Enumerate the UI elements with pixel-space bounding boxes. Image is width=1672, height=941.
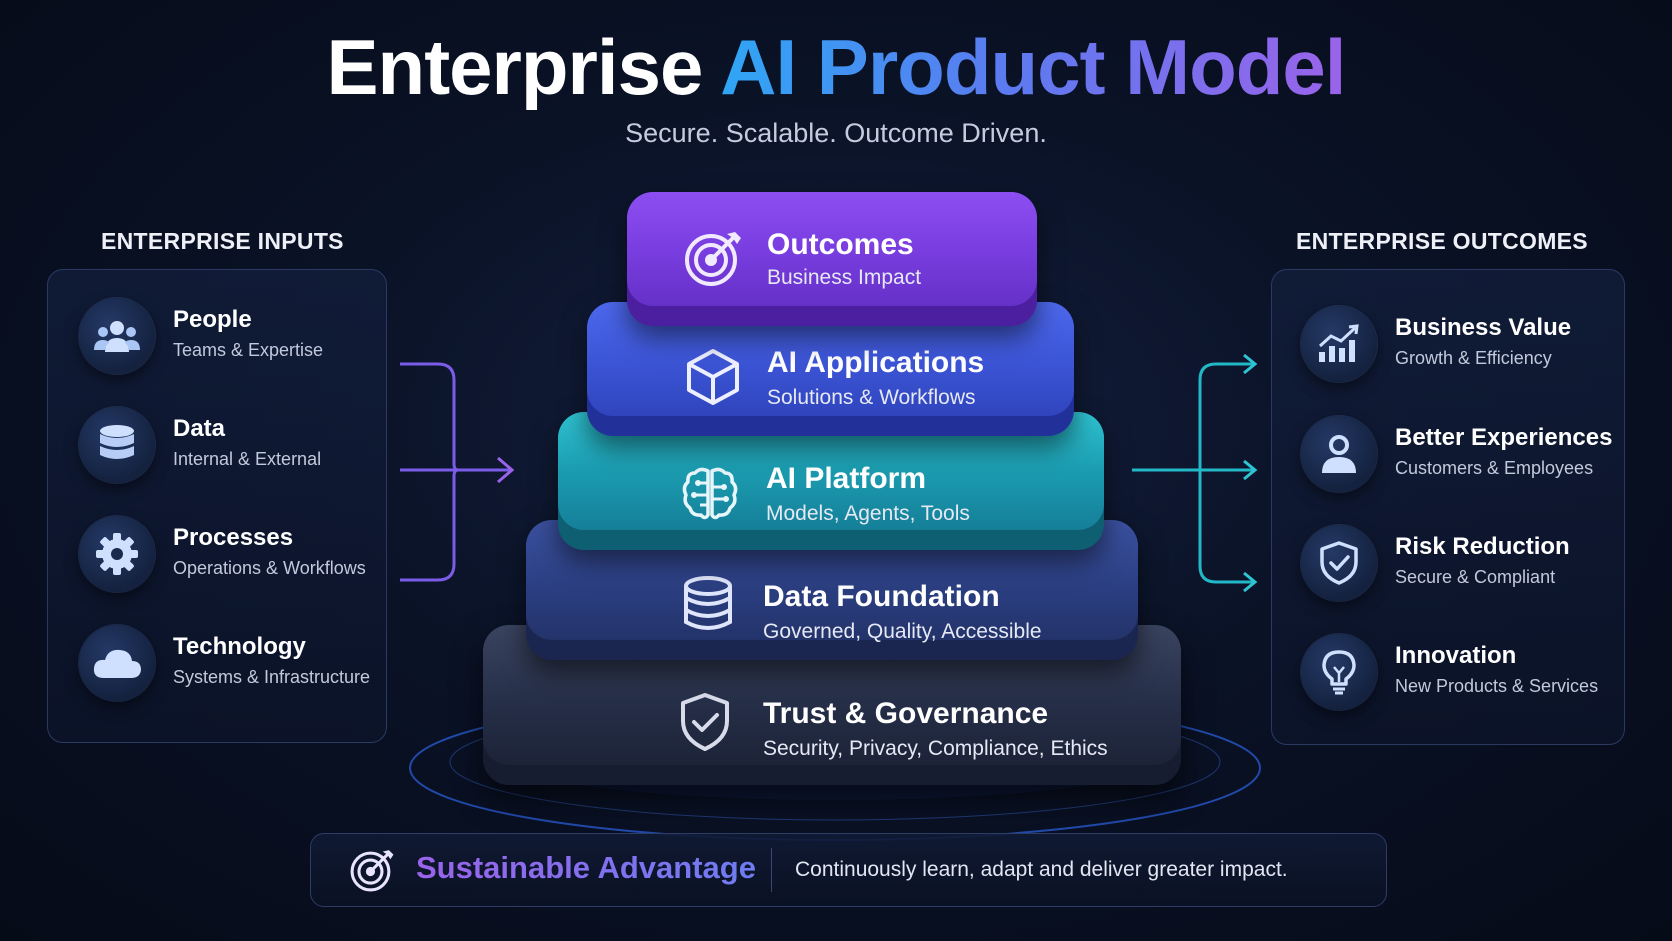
- footer-desc: Continuously learn, adapt and deliver gr…: [795, 858, 1288, 881]
- outcomes-heading: ENTERPRISE OUTCOMES: [1296, 228, 1588, 254]
- input-item-people: People Teams & Expertise: [79, 298, 379, 378]
- tier-desc: Models, Agents, Tools: [766, 502, 970, 525]
- tier-name: AI Platform: [766, 462, 927, 495]
- input-item-name: People: [173, 306, 252, 333]
- input-item-desc: Operations & Workflows: [173, 558, 366, 578]
- title-part1: Enterprise: [326, 23, 704, 111]
- cube-icon: [687, 349, 739, 405]
- cloud-icon: [79, 625, 155, 701]
- outcome-item-desc: Customers & Employees: [1395, 458, 1594, 478]
- tier-top: [627, 192, 1037, 306]
- outcome-item-innovation: Innovation New Products & Services: [1301, 634, 1617, 714]
- page-title: Enterprise AI Product Model: [0, 22, 1672, 112]
- tier-desc: Business Impact: [767, 266, 922, 289]
- tier-outcomes: Outcomes Business Impact: [627, 192, 1037, 326]
- shield-check-icon: [1301, 525, 1377, 601]
- tier-name: Data Foundation: [763, 580, 1000, 613]
- tier-name: AI Applications: [767, 346, 985, 379]
- outcomes-connector-arrow: [1132, 353, 1258, 593]
- tier-name: Outcomes: [767, 228, 914, 261]
- input-item-data: Data Internal & External: [79, 407, 379, 487]
- inputs-connector-arrow: [400, 362, 515, 582]
- inputs-heading: ENTERPRISE INPUTS: [101, 228, 344, 254]
- user-icon: [1301, 416, 1377, 492]
- outcome-item-desc: New Products & Services: [1395, 676, 1599, 696]
- growth-chart-icon: [1301, 306, 1377, 382]
- brain-icon: [682, 467, 738, 520]
- tier-trust-governance: Trust & Governance Security, Privacy, Co…: [483, 625, 1181, 785]
- outcome-item-better-experiences: Better Experiences Customers & Employees: [1301, 416, 1617, 496]
- page-subtitle: Secure. Scalable. Outcome Driven.: [625, 118, 1047, 148]
- gear-icon: [79, 516, 155, 592]
- tier-desc: Solutions & Workflows: [767, 386, 976, 409]
- input-item-desc: Internal & External: [173, 449, 322, 469]
- input-item-technology: Technology Systems & Infrastructure: [79, 625, 379, 705]
- outcome-item-name: Business Value: [1395, 314, 1572, 341]
- input-item-name: Data: [173, 415, 226, 442]
- input-item-processes: Processes Operations & Workflows: [79, 516, 379, 596]
- input-item-name: Technology: [173, 633, 306, 660]
- database-icon: [684, 576, 732, 630]
- lightbulb-icon: [1301, 634, 1377, 710]
- outcome-item-desc: Growth & Efficiency: [1395, 348, 1552, 368]
- target-icon: [350, 850, 394, 892]
- input-item-desc: Systems & Infrastructure: [173, 667, 371, 687]
- outcome-item-name: Innovation: [1395, 642, 1517, 669]
- tier-desc: Governed, Quality, Accessible: [763, 620, 1042, 643]
- footer-title: Sustainable Advantage: [416, 850, 756, 885]
- outcome-item-desc: Secure & Compliant: [1395, 567, 1556, 587]
- tier-name: Trust & Governance: [763, 697, 1049, 730]
- input-item-name: Processes: [173, 524, 294, 551]
- outcome-item-name: Risk Reduction: [1395, 533, 1570, 560]
- database-icon: [79, 407, 155, 483]
- title-part2: AI Product Model: [720, 23, 1346, 111]
- tier-desc: Security, Privacy, Compliance, Ethics: [763, 737, 1108, 760]
- outcome-item-business-value: Business Value Growth & Efficiency: [1301, 306, 1617, 386]
- footer-divider: [771, 848, 772, 892]
- outcome-item-risk-reduction: Risk Reduction Secure & Compliant: [1301, 525, 1617, 605]
- shield-check-icon: [681, 693, 729, 751]
- target-icon: [685, 232, 741, 286]
- people-icon: [79, 298, 155, 374]
- outcome-item-name: Better Experiences: [1395, 424, 1613, 451]
- input-item-desc: Teams & Expertise: [173, 340, 324, 360]
- sustainable-advantage-bar: Sustainable Advantage Continuously learn…: [310, 833, 1387, 907]
